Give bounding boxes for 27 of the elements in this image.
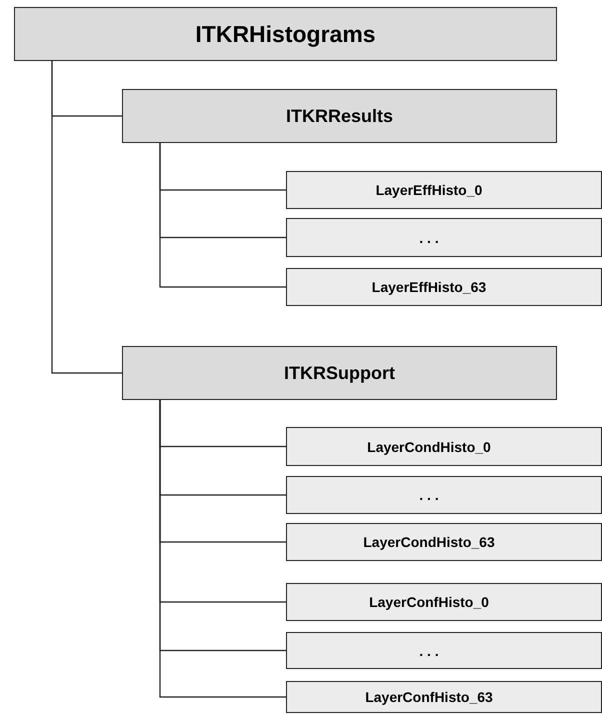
tree-node-box: [286, 427, 602, 466]
tree-node-box: [286, 583, 602, 621]
node-label: LayerCondHisto_0: [367, 438, 491, 454]
node-label: LayerEffHisto_0: [376, 182, 482, 198]
tree-node-box: [122, 89, 557, 143]
connector-line: [159, 400, 286, 698]
node-label: ITKRResults: [286, 106, 393, 126]
node-label: ITKRSupport: [284, 362, 395, 384]
node-label: . . .: [419, 642, 439, 658]
tree-node-box: [286, 268, 602, 306]
node-label: LayerCondHisto_63: [363, 534, 495, 550]
tree-node-box: [286, 171, 602, 209]
tree-node-box: [14, 7, 557, 61]
node-label: . . .: [419, 487, 439, 503]
node-label: LayerConfHisto_63: [365, 689, 493, 705]
node-label: LayerEffHisto_63: [372, 279, 486, 295]
tree-node-box: [286, 681, 602, 713]
connector-line: [51, 61, 122, 374]
tree-node-box: [122, 346, 557, 400]
tree-node-box: [286, 632, 602, 669]
tree-node-box: [286, 476, 602, 514]
node-label: ITKRHistograms: [195, 20, 376, 48]
tree-node-box: [286, 523, 602, 561]
node-label: . . .: [419, 230, 439, 246]
tree-node-box: [286, 218, 602, 257]
connector-line: [159, 143, 286, 288]
node-label: LayerConfHisto_0: [369, 594, 489, 610]
